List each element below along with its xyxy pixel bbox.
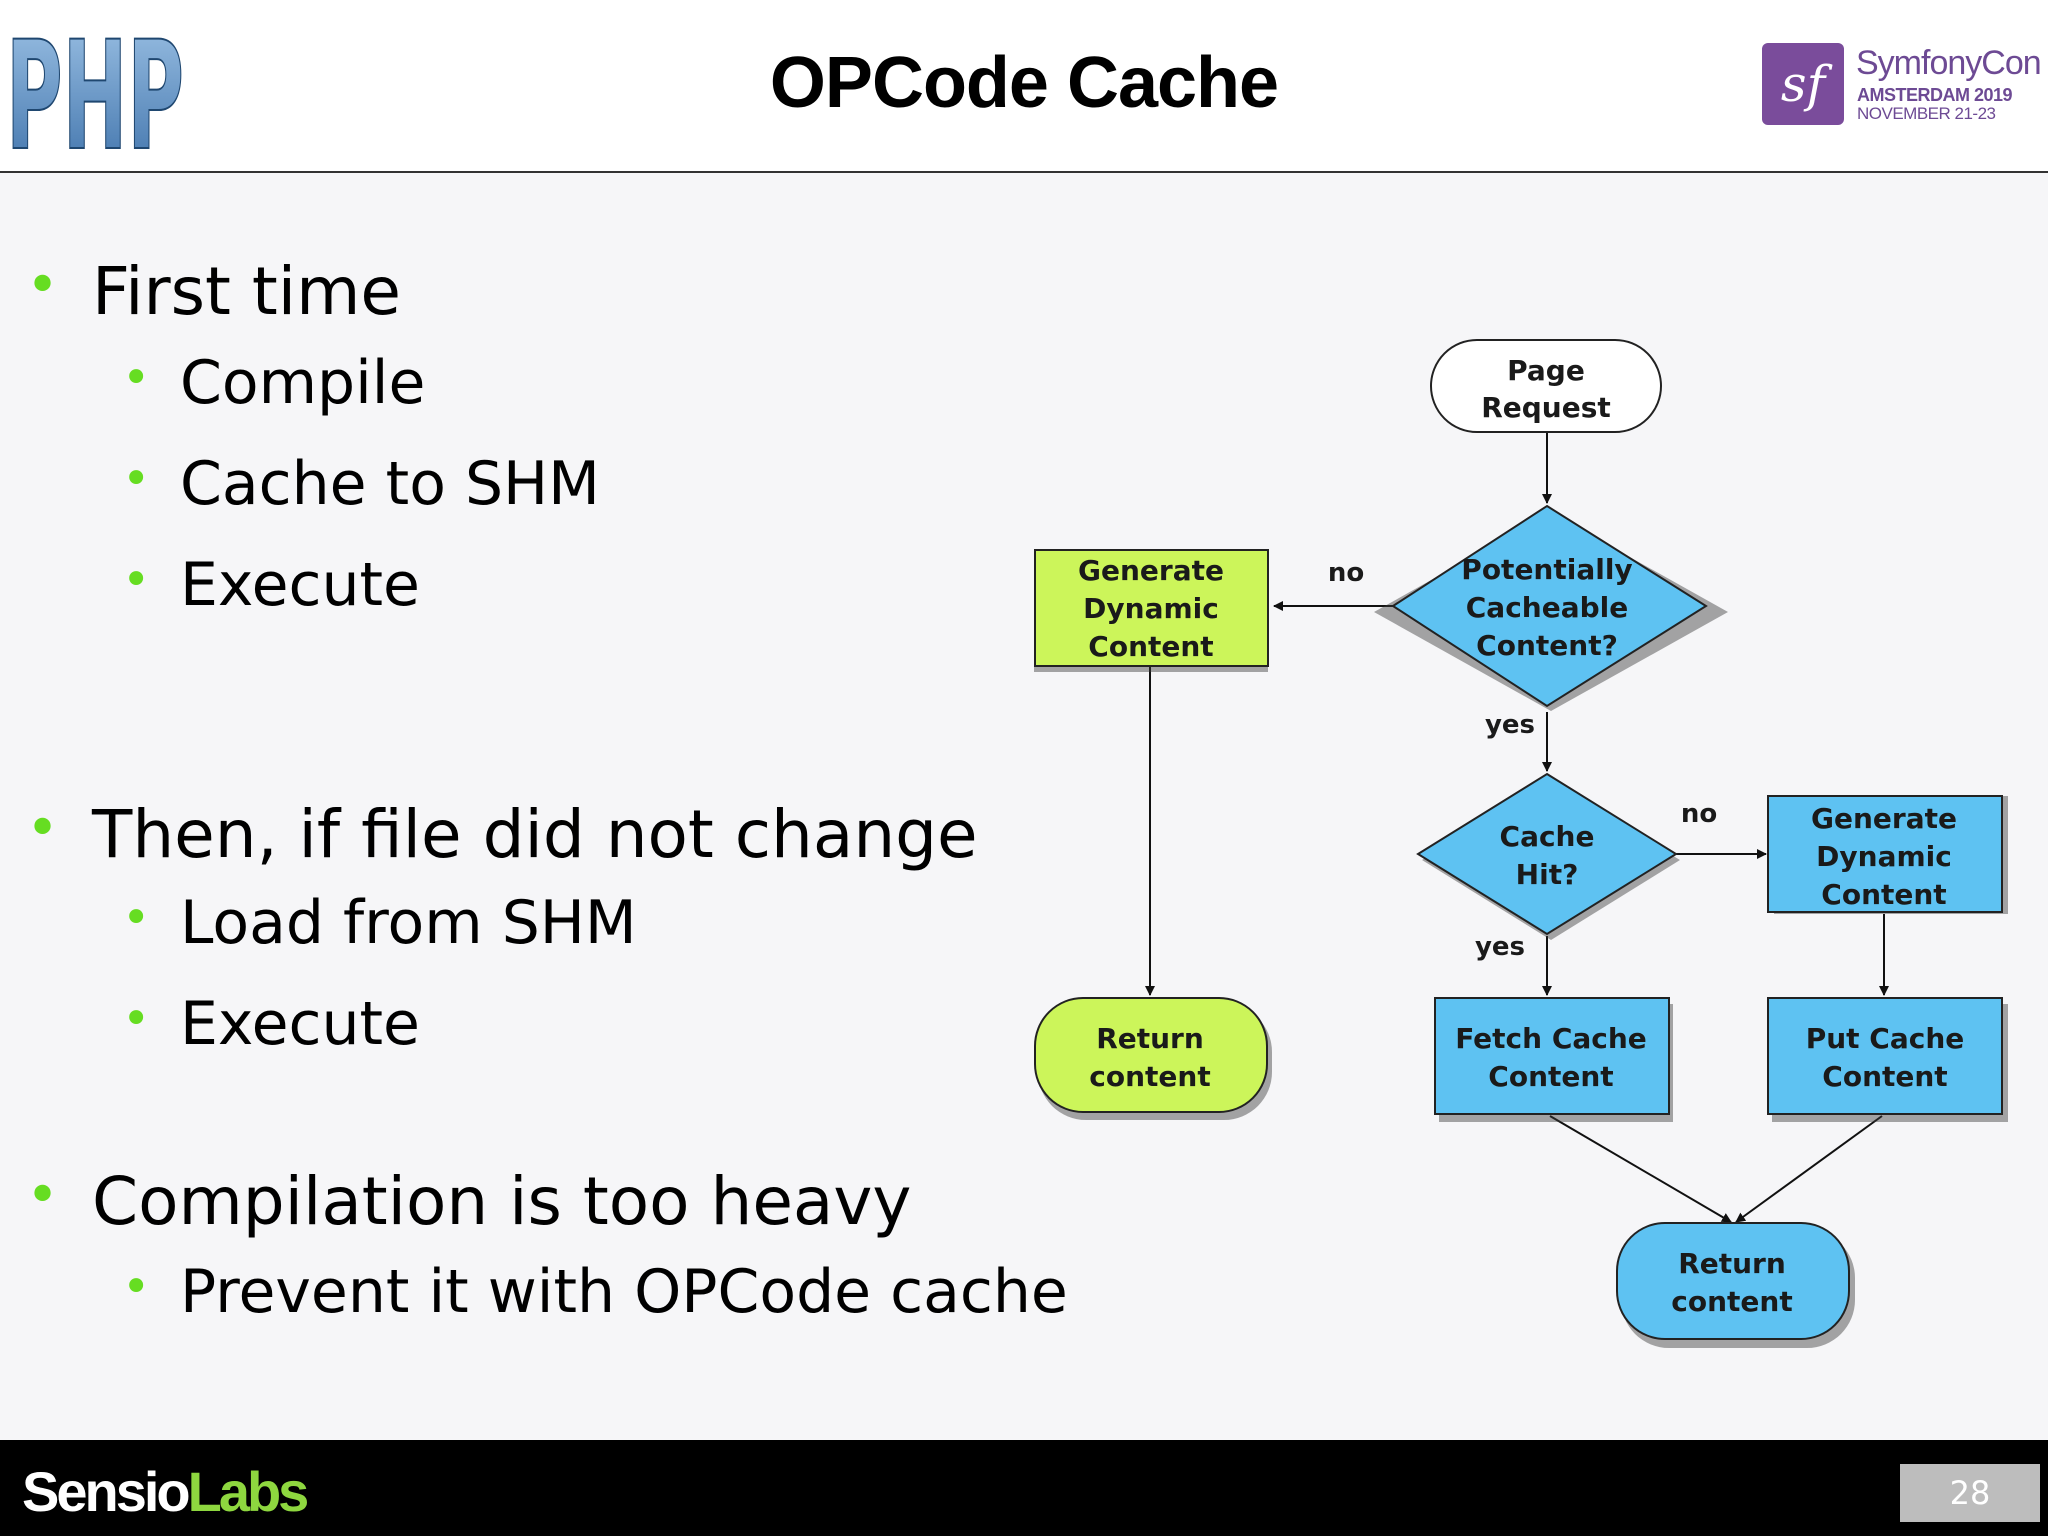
- symfony-badge-glyph: sf: [1780, 55, 1826, 113]
- edge-label-no-2: no: [1681, 799, 1717, 829]
- slide-title: OPCode Cache: [769, 43, 1279, 123]
- flowchart-connectors: [1145, 432, 1889, 1223]
- edge-label-no-1: no: [1328, 558, 1364, 588]
- svg-text:Content: Content: [1088, 630, 1213, 663]
- bullet-dot-icon: •: [122, 451, 151, 507]
- svg-text:Potentially: Potentially: [1461, 553, 1632, 586]
- bullet-execute-1: •Execute: [122, 550, 420, 620]
- bullet-dot-icon: •: [122, 552, 151, 608]
- node-generate-dynamic-right: Generate Dynamic Content: [1767, 795, 2008, 914]
- svg-text:Generate: Generate: [1811, 802, 1957, 835]
- svg-text:content: content: [1671, 1285, 1792, 1318]
- bullet-load-from-shm: •Load from SHM: [122, 888, 637, 958]
- svg-text:Cacheable: Cacheable: [1466, 591, 1629, 624]
- symfony-logo-icon: sf: [1762, 43, 1844, 125]
- svg-text:Return: Return: [1678, 1247, 1786, 1280]
- bullet-dot-icon: •: [122, 1259, 151, 1315]
- svg-text:Dynamic: Dynamic: [1816, 840, 1952, 873]
- bullet-compile: •Compile: [122, 348, 426, 418]
- svg-text:Content: Content: [1488, 1060, 1613, 1093]
- bullet-dot-icon: •: [26, 796, 60, 861]
- node-potentially-cacheable: Potentially Cacheable Content?: [1374, 504, 1728, 711]
- bullet-dot-icon: •: [122, 350, 151, 406]
- bullet-dot-icon: •: [122, 890, 151, 946]
- php-logo-icon: PHP: [6, 9, 185, 158]
- svg-text:Fetch Cache: Fetch Cache: [1455, 1022, 1647, 1055]
- page-number: 28: [1900, 1464, 2040, 1522]
- conference-dates: NOVEMBER 21-23: [1857, 104, 1996, 123]
- bullet-then-if: •Then, if file did not change: [26, 796, 978, 873]
- edge-label-yes-1: yes: [1485, 710, 1535, 740]
- svg-text:Page: Page: [1507, 354, 1585, 387]
- svg-text:Request: Request: [1481, 391, 1611, 424]
- bullet-execute-2: •Execute: [122, 989, 420, 1059]
- slide-footer: SensioLabs: [0, 1440, 2048, 1536]
- bullet-prevent: •Prevent it with OPCode cache: [122, 1257, 1068, 1327]
- svg-text:content: content: [1089, 1060, 1210, 1093]
- svg-text:Generate: Generate: [1078, 554, 1224, 587]
- node-cache-hit: Cache Hit?: [1416, 772, 1680, 940]
- svg-text:Dynamic: Dynamic: [1083, 592, 1219, 625]
- node-page-request: Page Request: [1430, 339, 1662, 433]
- node-put-cache: Put Cache Content: [1767, 997, 2008, 1122]
- bullet-dot-icon: •: [26, 1163, 60, 1228]
- svg-text:Content: Content: [1821, 878, 1946, 911]
- svg-text:Content: Content: [1822, 1060, 1947, 1093]
- svg-text:Content?: Content?: [1476, 629, 1618, 662]
- bullet-dot-icon: •: [26, 253, 60, 318]
- svg-text:Return: Return: [1096, 1022, 1204, 1055]
- header-divider: [0, 171, 2048, 173]
- node-return-content-bottom: Return content: [1616, 1222, 1855, 1348]
- flowchart: Page Request Potentially Cacheable Conte…: [1034, 339, 2008, 1348]
- bullet-dot-icon: •: [122, 991, 151, 1047]
- bullet-compilation: •Compilation is too heavy: [26, 1163, 912, 1240]
- svg-text:Cache: Cache: [1500, 820, 1595, 853]
- php-logo-text: PHP: [6, 10, 184, 158]
- node-fetch-cache: Fetch Cache Content: [1434, 997, 1673, 1122]
- node-return-content-left: Return content: [1034, 997, 1272, 1120]
- svg-text:Hit?: Hit?: [1516, 858, 1579, 891]
- conference-name: SymfonyCon: [1856, 44, 2042, 82]
- bullet-cache-to-shm: •Cache to SHM: [122, 449, 600, 519]
- slide-header: PHP OPCode Cache sf SymfonyCon AMSTERDAM…: [0, 0, 2048, 171]
- sensiolabs-logo: SensioLabs: [22, 1460, 309, 1523]
- svg-text:Put Cache: Put Cache: [1806, 1022, 1965, 1055]
- conference-city: AMSTERDAM 2019: [1857, 85, 2013, 105]
- bullet-first-time: •First time: [26, 253, 401, 330]
- node-generate-dynamic-left: Generate Dynamic Content: [1034, 549, 1269, 672]
- edge-label-yes-2: yes: [1475, 932, 1525, 962]
